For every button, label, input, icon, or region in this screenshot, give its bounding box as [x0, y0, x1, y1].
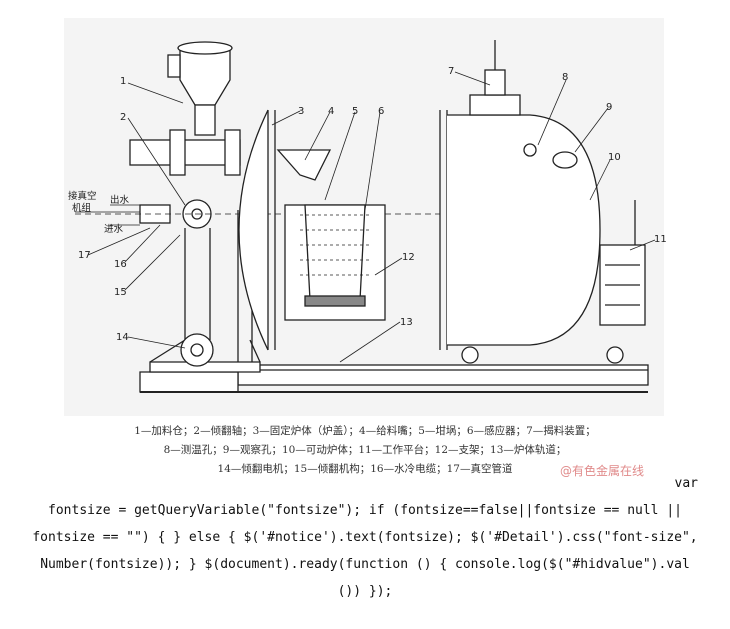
label-12: 12 — [402, 252, 415, 263]
label-6: 6 — [378, 106, 384, 117]
label-17: 17 — [78, 250, 91, 261]
label-13: 13 — [400, 317, 413, 328]
label-4: 4 — [328, 106, 334, 117]
view-port — [552, 151, 578, 169]
hopper — [179, 49, 231, 106]
label-15: 15 — [114, 287, 127, 298]
furnace-diagram: 1 2 3 4 5 6 7 8 9 10 11 12 13 14 15 16 1… — [68, 40, 667, 393]
charging-device — [469, 94, 521, 116]
furnace-lid — [238, 109, 269, 351]
code-line-2: fontsize = getQueryVariable("fontsize");… — [48, 503, 682, 518]
code-line-1: var — [674, 476, 698, 491]
ground-hatch — [139, 371, 239, 393]
label-water-out: 出水 — [110, 194, 130, 206]
label-vacuum-2: 机组 — [72, 202, 92, 214]
label-2: 2 — [120, 112, 126, 123]
rail-base — [237, 364, 649, 386]
label-water-in: 进水 — [104, 223, 124, 235]
label-7: 7 — [448, 66, 454, 77]
label-11: 11 — [654, 234, 667, 245]
code-line-5: ()) }); — [337, 584, 393, 599]
label-5: 5 — [352, 106, 358, 117]
watermark: @有色金属在线 — [560, 464, 645, 478]
caption-line-3: 14—倾翻电机；15—倾翻机构；16—水冷电缆；17—真空管道 — [217, 463, 513, 475]
label-14: 14 — [116, 332, 129, 343]
code-line-4: Number(fontsize)); } $(document).ready(f… — [40, 557, 690, 572]
label-3: 3 — [298, 106, 304, 117]
label-9: 9 — [606, 102, 612, 113]
caption-line-2: 8—测温孔；9—观察孔；10—可动炉体；11—工作平台；12—支架；13—炉体轨… — [163, 444, 567, 456]
caption-line-1: 1—加料仓；2—倾翻轴；3—固定炉体（炉盖）；4—给料嘴；5—坩埚；6—感应器；… — [134, 425, 596, 437]
label-16: 16 — [114, 259, 127, 270]
temp-hole — [523, 143, 537, 157]
label-vacuum-1: 接真空 — [68, 190, 97, 202]
frame-stand — [149, 361, 261, 373]
tilt-motor — [180, 333, 214, 367]
crucible — [304, 204, 366, 301]
code-text: var fontsize = getQueryVariable("fontsiz… — [0, 470, 730, 605]
movable-furnace — [447, 114, 601, 346]
feed-nozzle — [276, 149, 332, 181]
code-line-3: fontsize == "") { } else { $('#notice').… — [32, 530, 698, 545]
label-1: 1 — [120, 76, 126, 87]
label-8: 8 — [562, 72, 568, 83]
label-10: 10 — [608, 152, 621, 163]
